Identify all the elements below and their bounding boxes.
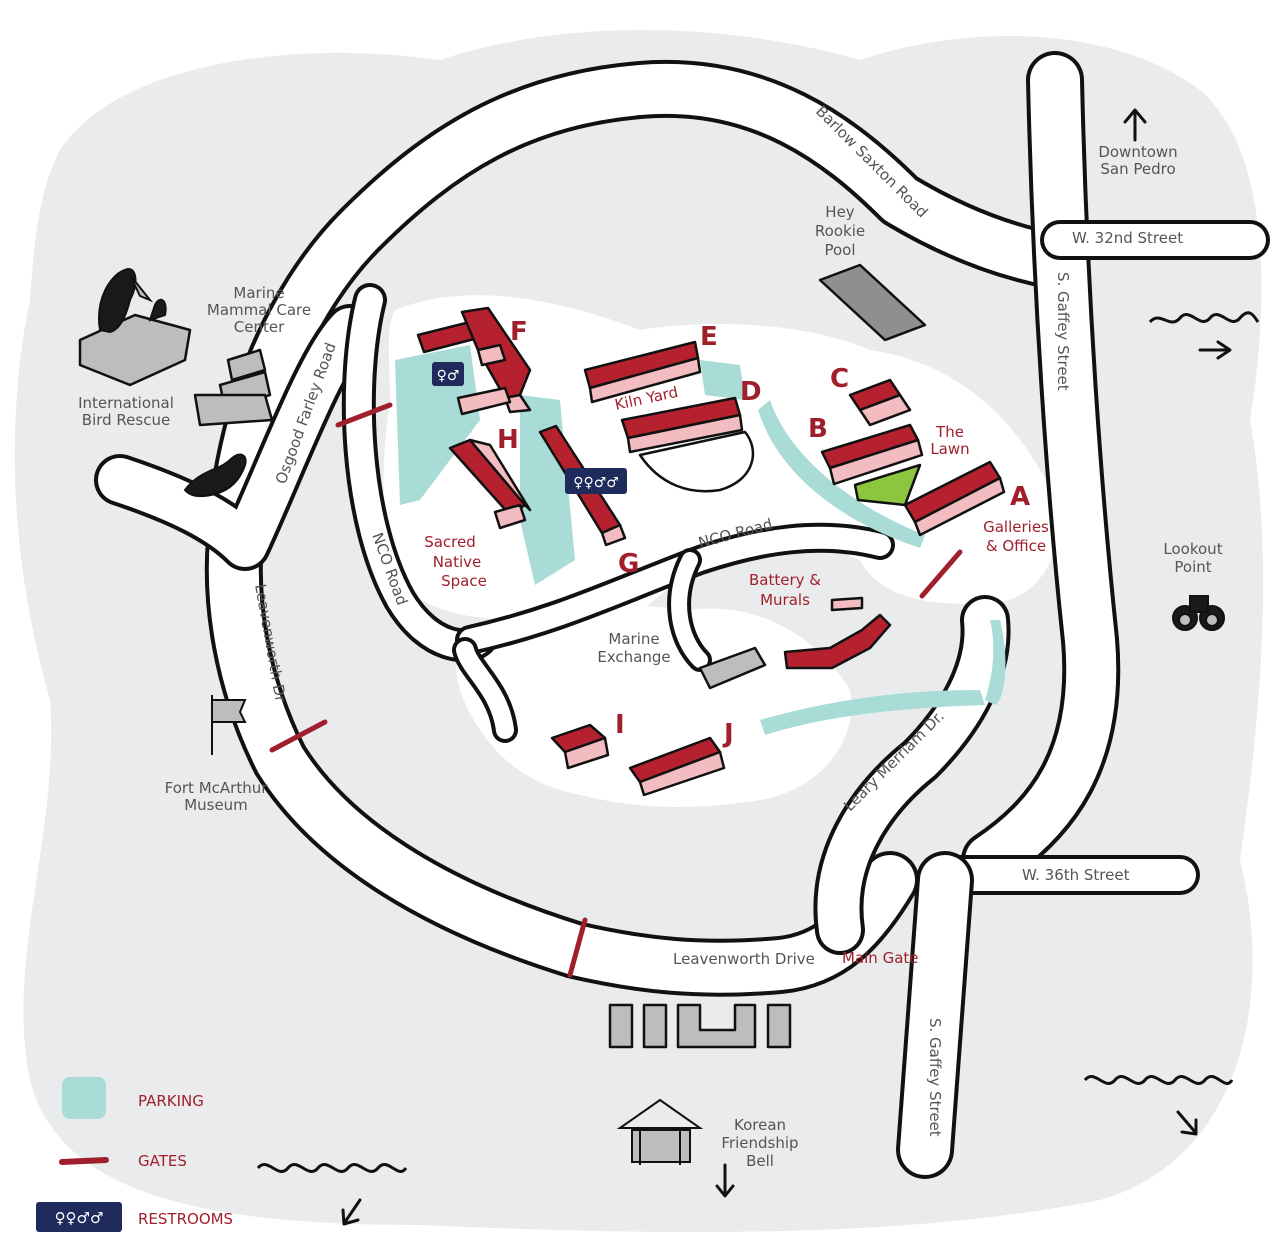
label-bird-rescue-line: Bird Rescue [82, 411, 170, 429]
building-letter-j: J [722, 719, 734, 749]
legend-restrooms-swatch [36, 1202, 122, 1232]
label-downtown: Downtown San Pedro [1098, 143, 1177, 178]
label-pool: Hey Rookie Pool [815, 203, 865, 259]
gate-osgood [335, 402, 393, 428]
label-galleries: Galleries & Office [983, 518, 1049, 555]
road-label-gaffey-north: S. Gaffey Street [1054, 272, 1072, 391]
label-sacred-line: Sacred [424, 533, 476, 551]
road-label-w36: W. 36th Street [1022, 866, 1130, 884]
label-the-lawn: The Lawn [930, 423, 969, 458]
label-battery-murals: Battery & Murals [749, 571, 821, 609]
label-marine-mammal-line: Mammal Care [207, 301, 311, 319]
wave-icon [256, 311, 1260, 1173]
label-korean-bell: Korean Friendship Bell [721, 1116, 798, 1170]
label-downtown-line: San Pedro [1100, 160, 1175, 178]
label-marine-exchange-line: Marine [608, 630, 659, 648]
svg-text:♀♂: ♀♂ [437, 368, 460, 384]
label-korean-bell-line: Korean [734, 1116, 786, 1134]
label-lookout-line: Point [1174, 558, 1211, 576]
label-sacred-native-space: Sacred Native Space [424, 533, 487, 590]
label-marine-mammal-line: Center [234, 318, 285, 336]
gate-main [567, 917, 588, 978]
svg-text:♀♀♂♂: ♀♀♂♂ [573, 475, 619, 491]
label-battery-line: Battery & [749, 571, 821, 589]
label-lookout-line: Lookout [1163, 540, 1222, 558]
gate-leavenworth [269, 719, 328, 753]
arrow-icon [341, 108, 1232, 1226]
building-letter-i: I [615, 710, 625, 740]
building-letter-g: G [618, 549, 639, 579]
sea-lion-icon [183, 453, 247, 498]
label-fort-museum-line: Fort McArthur [165, 779, 269, 797]
label-pool-line: Hey [825, 203, 855, 221]
label-galleries-line: Galleries [983, 518, 1049, 536]
label-marine-exchange-line: Exchange [597, 648, 670, 666]
label-galleries-line: & Office [986, 537, 1046, 555]
label-lookout: Lookout Point [1163, 540, 1222, 576]
label-sacred-line: Space [441, 572, 487, 590]
legend-gates-label: GATES [138, 1152, 187, 1170]
label-the-lawn-line: The [935, 423, 964, 441]
legend: PARKING GATES ♀♀♂♂ RESTROOMS [36, 1077, 233, 1232]
label-bird-rescue: International Bird Rescue [78, 394, 174, 429]
label-the-lawn-line: Lawn [930, 440, 969, 458]
building-letter-d: D [740, 377, 762, 407]
building-letter-e: E [700, 322, 718, 352]
bell-pavilion-icon [616, 1098, 704, 1165]
gates [269, 402, 963, 978]
building-letter-c: C [830, 364, 849, 394]
legend-parking-label: PARKING [138, 1092, 204, 1110]
label-korean-bell-line: Bell [746, 1152, 774, 1170]
label-marine-mammal: Marine Mammal Care Center [207, 284, 311, 336]
building-letter-h: H [497, 425, 519, 455]
restroom-glyphs: ♀♀♂♂ [55, 1209, 104, 1227]
legend-parking-swatch [62, 1077, 106, 1119]
legend-restrooms-label: RESTROOMS [138, 1210, 233, 1228]
pelican-icon [98, 268, 167, 334]
label-marine-mammal-line: Marine [233, 284, 284, 302]
building-letter-a: A [1010, 482, 1030, 512]
road-network [94, 51, 1270, 1179]
restroom-icon: ♀♂ ♀♀♂♂ [432, 362, 627, 494]
label-main-gate: Main Gate [842, 949, 919, 967]
gate-nco [919, 549, 963, 599]
parking-areas [395, 345, 1006, 735]
building-letter-b: B [808, 414, 828, 444]
label-korean-bell-line: Friendship [721, 1134, 798, 1152]
label-marine-exchange: Marine Exchange [597, 630, 670, 666]
legend-gates-swatch [59, 1157, 109, 1165]
label-bird-rescue-line: International [78, 394, 174, 412]
label-sacred-line: Native [433, 553, 482, 571]
road-label-gaffey-south: S. Gaffey Street [926, 1018, 944, 1137]
road-label-leavenworth-drive: Leavenworth Drive [673, 950, 815, 968]
building-letter-f: F [510, 317, 528, 347]
label-pool-line: Rookie [815, 222, 865, 240]
label-battery-line: Murals [760, 591, 810, 609]
label-fort-museum: Fort McArthur Museum [165, 779, 269, 814]
road-label-w32: W. 32nd Street [1072, 229, 1183, 247]
label-fort-museum-line: Museum [184, 796, 248, 814]
buildings [78, 263, 1006, 1049]
label-downtown-line: Downtown [1098, 143, 1177, 161]
binoculars-icon [1172, 595, 1225, 631]
label-pool-line: Pool [824, 241, 855, 259]
flag-icon [211, 695, 247, 755]
